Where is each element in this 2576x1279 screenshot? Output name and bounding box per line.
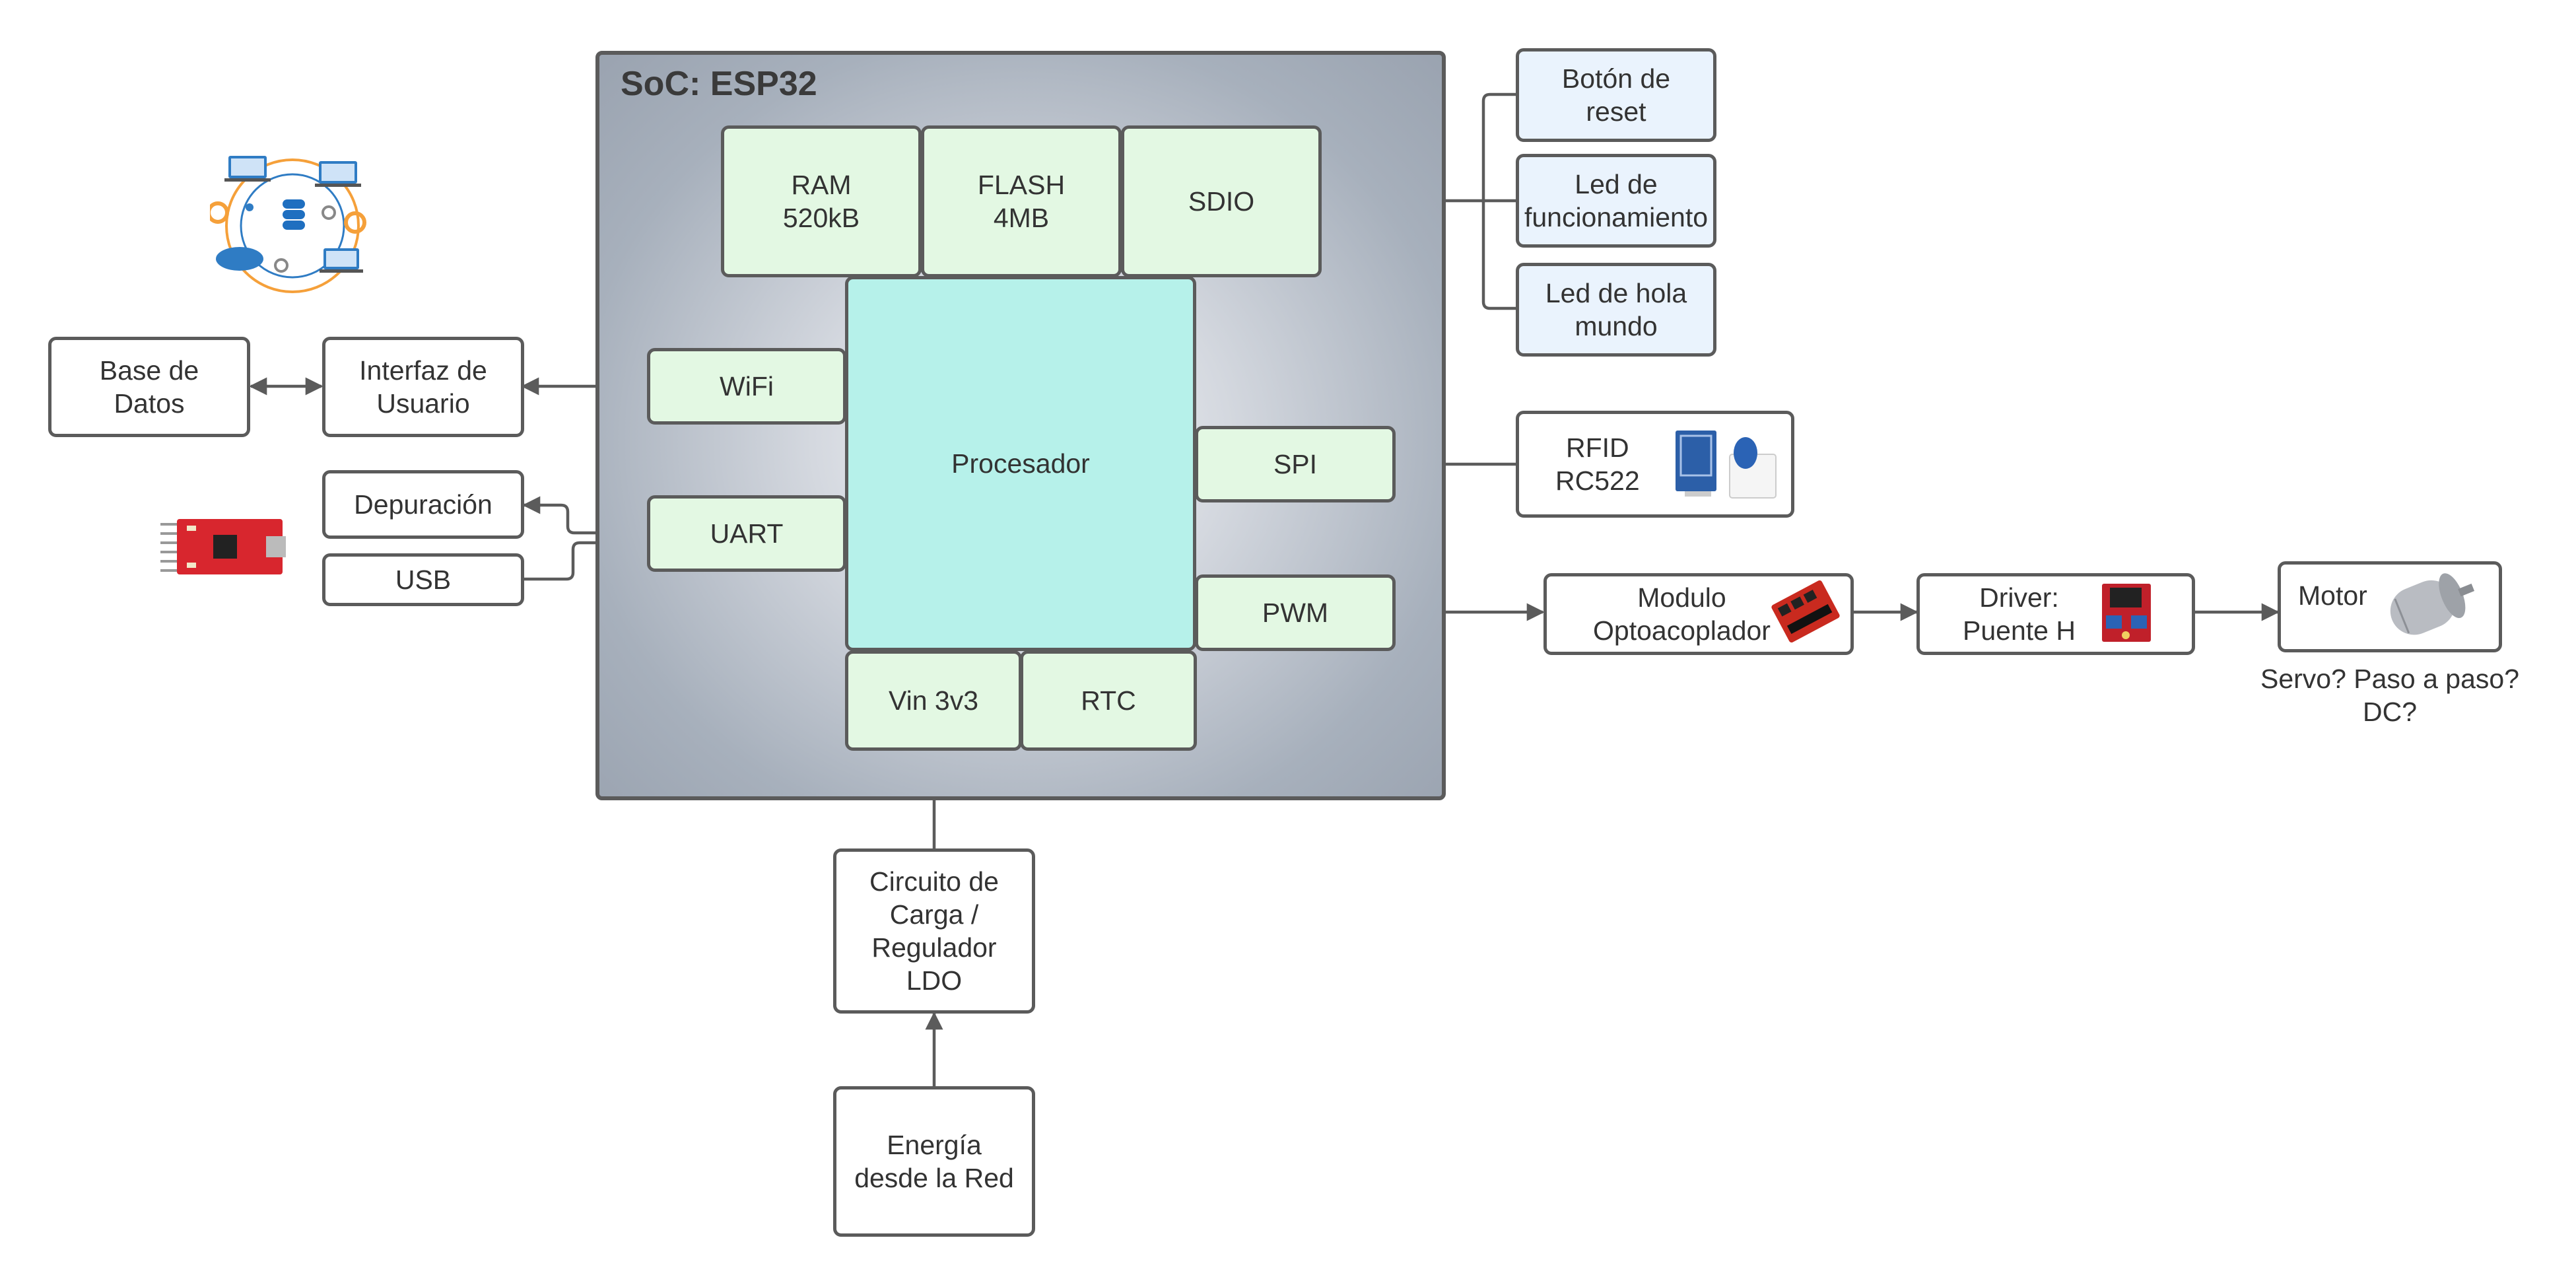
user-interface-label: Interfaz de Usuario: [359, 355, 487, 419]
usb-label: USB: [395, 565, 452, 595]
spi-block: SPI: [1195, 426, 1396, 502]
user-interface-block: Interfaz de Usuario: [322, 337, 524, 437]
ram-label: RAM 520kB: [782, 170, 860, 233]
uart-block: UART: [647, 495, 846, 572]
usb-block: USB: [322, 553, 524, 606]
led-hello-block: Led de hola mundo: [1516, 263, 1716, 357]
network-database-illustration: [210, 156, 366, 293]
reset-button-label: Botón de reset: [1561, 63, 1671, 127]
wifi-block: WiFi: [647, 348, 846, 425]
spi-label: SPI: [1273, 449, 1318, 479]
optocoupler-module-board: [1771, 580, 1840, 643]
charger-regulator-label: Circuito de Carga / Regulador LDO: [869, 866, 999, 996]
database-label: Base de Datos: [99, 355, 199, 419]
charger-regulator-block: Circuito de Carga / Regulador LDO: [833, 848, 1035, 1014]
pwm-block: PWM: [1195, 574, 1396, 651]
motor-label: Motor: [2298, 580, 2367, 611]
flash-block: FLASH 4MB: [921, 125, 1122, 277]
vin-label: Vin 3v3: [888, 685, 978, 716]
debug-label: Depuración: [354, 489, 492, 520]
usb-uart-arrow: [523, 534, 649, 581]
led-hello-label: Led de hola mundo: [1545, 278, 1687, 341]
led-status-label: Led de funcionamiento: [1524, 169, 1709, 232]
rtc-block: RTC: [1020, 650, 1197, 751]
flash-label: FLASH 4MB: [977, 170, 1066, 233]
motor-type-note: Servo? Paso a paso? DC?: [2260, 664, 2520, 727]
soc-title: SoC: ESP32: [621, 65, 817, 103]
mains-power-block: Energía desde la Red: [833, 1086, 1035, 1237]
uart-debug-arrow: [522, 496, 647, 535]
pwm-label: PWM: [1262, 598, 1329, 628]
rtc-label: RTC: [1081, 685, 1136, 716]
wifi-label: WiFi: [720, 371, 774, 401]
processor-block: Procesador: [845, 276, 1196, 651]
ram-block: RAM 520kB: [721, 125, 922, 277]
led-status-block: Led de funcionamiento: [1516, 154, 1716, 248]
driver-label: Driver: Puente H: [1963, 582, 2076, 646]
h-bridge-driver-board: [2102, 584, 2151, 642]
uart-label: UART: [710, 518, 784, 549]
mains-power-label: Energía desde la Red: [854, 1130, 1014, 1193]
reset-button-block: Botón de reset: [1516, 48, 1716, 142]
optocoupler-label: Modulo Optoacoplador: [1593, 582, 1771, 646]
database-block: Base de Datos: [48, 337, 250, 437]
sdio-block: SDIO: [1121, 125, 1322, 277]
vin-block: Vin 3v3: [845, 650, 1022, 751]
debug-block: Depuración: [322, 470, 524, 539]
dc-motor-photo: [2390, 573, 2475, 635]
rfid-label: RFID RC522: [1555, 432, 1640, 496]
usb-serial-adapter-board: [160, 519, 286, 574]
rfid-reader-module: [1676, 431, 1777, 499]
processor-label: Procesador: [951, 448, 1090, 479]
sdio-label: SDIO: [1188, 186, 1255, 217]
